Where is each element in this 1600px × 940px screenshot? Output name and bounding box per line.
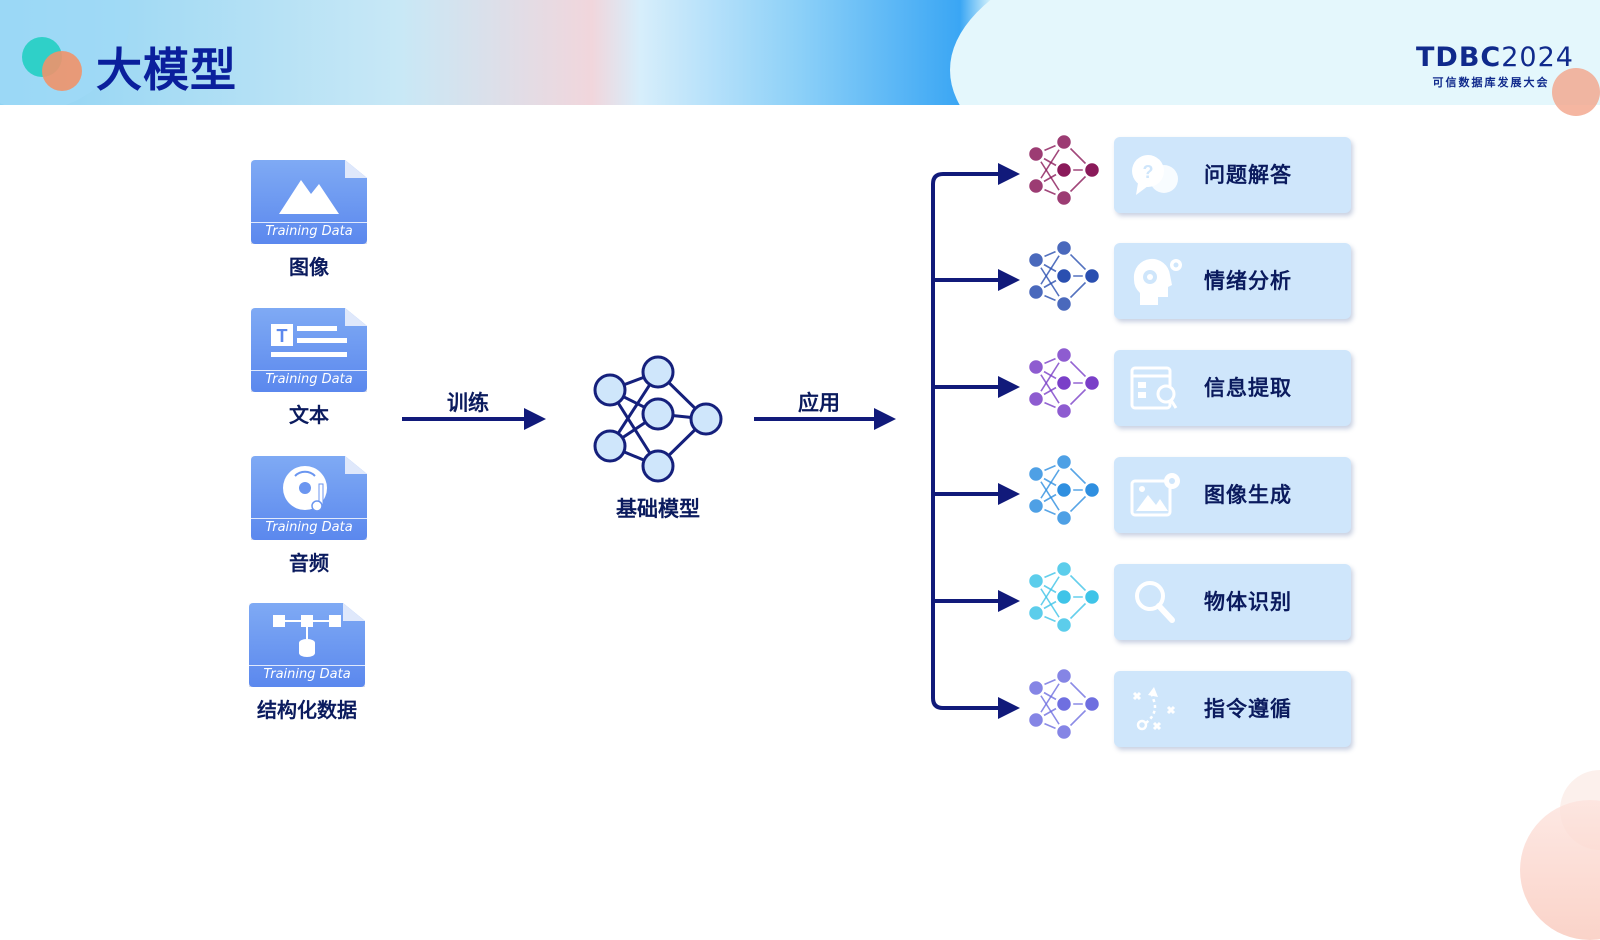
- page-title: 大模型: [96, 43, 237, 97]
- neural-network-icon: [1026, 452, 1102, 528]
- network-node: [1026, 357, 1046, 377]
- header-banner: [0, 0, 1600, 105]
- network-node: [1054, 132, 1074, 152]
- input-doc-image: Training Data: [251, 160, 367, 244]
- neural-network-icon: [1026, 666, 1102, 742]
- network-node: [1026, 389, 1046, 409]
- app-card-image-gen: 图像生成: [1114, 457, 1351, 533]
- svg-text:T: T: [277, 326, 288, 346]
- question-chat-icon: ?: [1132, 155, 1178, 195]
- image-gear-icon: [1130, 473, 1180, 517]
- input-label-text: 文本: [289, 403, 329, 427]
- header-decoration: [950, 0, 1600, 105]
- network-node: [1026, 571, 1046, 591]
- diagram-connectors: [402, 163, 1020, 719]
- music-disc-icon: [283, 466, 327, 512]
- network-node: [1082, 694, 1102, 714]
- network-node: [1054, 587, 1074, 607]
- network-node: [1054, 722, 1074, 742]
- app-label: 物体识别: [1204, 590, 1292, 614]
- app-label: 问题解答: [1204, 163, 1292, 187]
- brand-logo: TDBC2024 可信数据库发展大会: [1416, 42, 1573, 90]
- image-icon: [279, 180, 339, 214]
- app-card-qa: ? 问题解答: [1114, 137, 1351, 213]
- magnifier-icon: [1135, 581, 1175, 623]
- app-card-object-rec: 物体识别: [1114, 564, 1351, 640]
- app-label: 信息提取: [1204, 376, 1292, 400]
- network-node: [1026, 176, 1046, 196]
- head-gear-icon: [1133, 258, 1182, 305]
- network-node: [1082, 160, 1102, 180]
- network-node: [1026, 710, 1046, 730]
- network-node: [1054, 694, 1074, 714]
- network-node: [1054, 345, 1074, 365]
- network-node: [1054, 238, 1074, 258]
- logo-dots-icon: [22, 37, 92, 93]
- network-node: [1054, 666, 1074, 686]
- edge-label-train: 训练: [447, 391, 489, 415]
- edge-label-apply: 应用: [798, 391, 840, 415]
- network-node: [1082, 266, 1102, 286]
- text-document-icon: T: [271, 324, 347, 357]
- input-doc-text: T Training Data: [251, 308, 367, 392]
- document-search-icon: [1130, 366, 1178, 410]
- input-label-structured: 结构化数据: [257, 698, 357, 722]
- app-card-instruction: 指令遵循: [1114, 671, 1351, 747]
- doc-caption: Training Data: [265, 520, 353, 535]
- input-label-image: 图像: [289, 255, 329, 279]
- app-card-extraction: 信息提取: [1114, 350, 1351, 426]
- data-structure-icon: [273, 615, 341, 657]
- network-node: [1054, 266, 1074, 286]
- network-node: [1054, 188, 1074, 208]
- branch-arrowheads: [998, 163, 1020, 719]
- app-card-sentiment: 情绪分析: [1114, 243, 1351, 319]
- network-node: [1026, 464, 1046, 484]
- arrow-train: [402, 408, 546, 430]
- strategy-icon: [1132, 687, 1176, 731]
- app-label: 图像生成: [1204, 483, 1292, 507]
- arrow-apply: [754, 408, 896, 430]
- network-node: [1082, 587, 1102, 607]
- foundation-model-icon: [593, 355, 723, 483]
- doc-caption: Training Data: [265, 372, 353, 387]
- branch-connector: [931, 172, 1004, 710]
- neural-network-icon: [1026, 345, 1102, 421]
- network-node: [1054, 294, 1074, 314]
- network-node: [1026, 496, 1046, 516]
- foundation-model-label: 基础模型: [616, 497, 700, 521]
- neural-network-icon: [1026, 238, 1102, 314]
- neural-network-icon: [1026, 559, 1102, 635]
- network-node: [1082, 373, 1102, 393]
- input-doc-audio: Training Data: [251, 456, 367, 540]
- neural-network-icon: [1026, 132, 1102, 208]
- network-node: [1054, 160, 1074, 180]
- network-node: [1026, 144, 1046, 164]
- input-doc-structured: Training Data: [249, 603, 365, 687]
- network-node: [1054, 480, 1074, 500]
- brand-name: TDBC: [1416, 42, 1502, 73]
- network-node: [1026, 678, 1046, 698]
- network-node: [1026, 250, 1046, 270]
- network-node: [1054, 452, 1074, 472]
- network-node: [1054, 373, 1074, 393]
- app-label: 指令遵循: [1204, 697, 1292, 721]
- network-node: [1054, 401, 1074, 421]
- network-node: [1026, 282, 1046, 302]
- network-node: [1054, 508, 1074, 528]
- network-node: [1054, 559, 1074, 579]
- input-label-audio: 音频: [289, 551, 329, 575]
- network-node: [1026, 603, 1046, 623]
- doc-caption: Training Data: [263, 667, 351, 682]
- doc-caption: Training Data: [265, 224, 353, 239]
- app-label: 情绪分析: [1204, 269, 1292, 293]
- svg-text:?: ?: [1143, 162, 1154, 182]
- brand-subtitle: 可信数据库发展大会: [1432, 76, 1550, 89]
- corner-decoration: [1552, 68, 1600, 116]
- network-node: [1054, 615, 1074, 635]
- brand-year: 2024: [1501, 42, 1574, 73]
- network-node: [1082, 480, 1102, 500]
